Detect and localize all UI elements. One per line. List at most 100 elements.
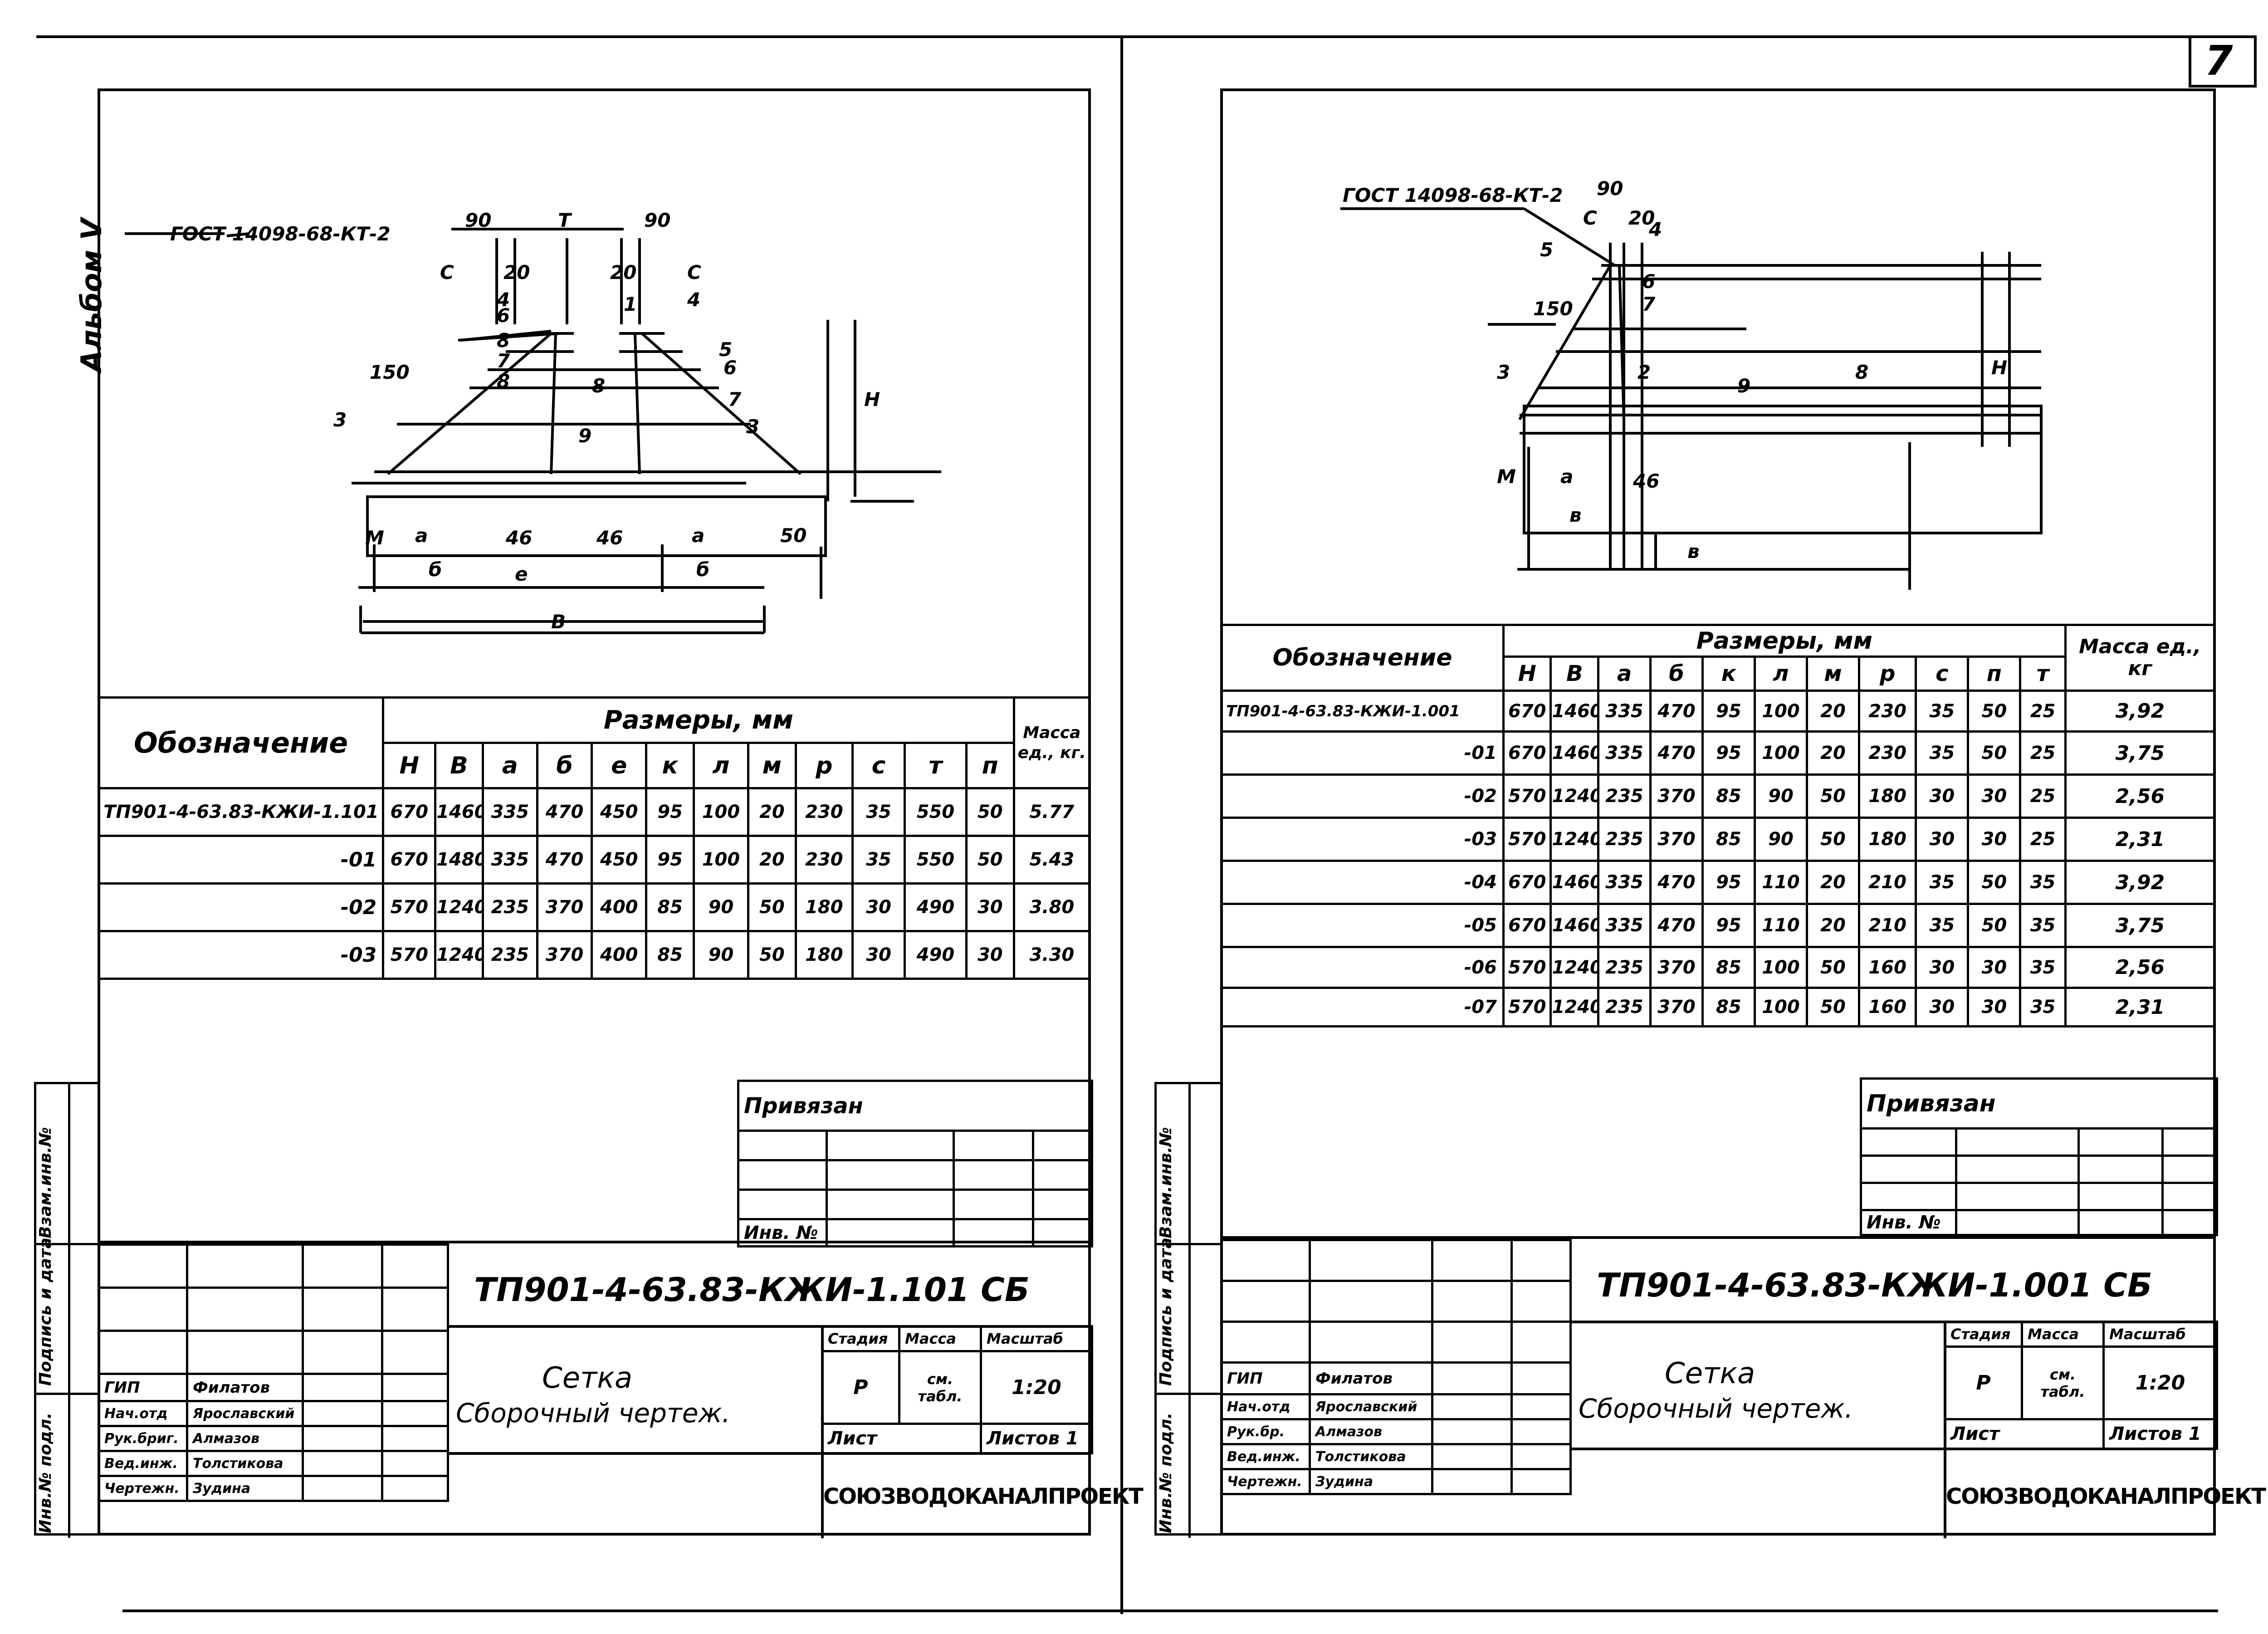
right-privyazan-label: Привязан [1859, 1077, 2219, 1130]
left-col-header: м [747, 742, 797, 789]
left-dim-17: 5 [719, 338, 732, 361]
right-col-header: м [1805, 656, 1860, 692]
right-designation-header: Обозначение [1220, 624, 1505, 692]
right-stamp-inv: Инв.№ подл. [1157, 1412, 1175, 1533]
left-dim-22: М [365, 527, 384, 549]
page-number: 7 [2204, 37, 2233, 85]
left-col-header: б [536, 742, 593, 789]
left-dim-27: 50 [780, 524, 807, 547]
right-dim-5: 6 [1642, 270, 1655, 293]
left-title-2: Сборочный чертеж. [456, 1398, 731, 1429]
left-dim-1: Т [558, 209, 572, 231]
left-dim-12: 150 [370, 361, 410, 383]
right-size-table: Обозначение Размеры, мм Масса ед., кг Н … [1220, 624, 2216, 1027]
left-dim-20: 3 [746, 416, 759, 438]
left-dim-4: 20 [503, 261, 530, 284]
left-dim-2: 90 [644, 209, 670, 231]
left-mesh-drawing: ГОСТ 14098-68-КТ-2 90 Т 90 С 20 20 С 4 6… [125, 209, 941, 634]
right-dim-11: 9 [1737, 375, 1750, 397]
left-stamp-vzam: Взам.инв.№ [36, 1127, 55, 1238]
right-dim-9: 2 [1637, 361, 1651, 383]
center-rule [1120, 35, 1123, 1614]
right-column-headers: Н В а б к л м р с п т [1222, 656, 2215, 692]
left-dim-9: 8 [497, 329, 510, 352]
left-col-header: е [591, 742, 648, 789]
right-dim-6: 7 [1642, 293, 1656, 315]
right-col-header: Н [1502, 656, 1552, 692]
left-mass-header: Масса ед., кг. [1012, 696, 1091, 789]
right-dim-10: 8 [1855, 361, 1868, 383]
left-col-header: п [965, 742, 1015, 789]
right-dim-12: М [1497, 465, 1516, 488]
right-col-header: б [1649, 656, 1704, 692]
top-rule [36, 35, 2254, 38]
right-dim-3: 4 [1648, 218, 1662, 240]
right-doc-code: ТП901-4-63.83-КЖИ-1.001 СБ [1597, 1266, 2152, 1304]
left-designation-header: Обозначение [97, 696, 385, 789]
left-dim-19: 7 [728, 388, 742, 411]
left-col-header: а [481, 742, 538, 789]
right-dim-14: 46 [1633, 470, 1659, 492]
left-dim-10: 7 [497, 350, 510, 372]
right-org: СОЮЗВОДОКАНАЛПРОЕКТ [1946, 1484, 2266, 1509]
left-sizes-header: Размеры, мм [382, 696, 1015, 744]
left-dim-26: а [692, 524, 704, 547]
left-title-1: Сетка [542, 1361, 633, 1395]
left-org: СОЮЗВОДОКАНАЛПРОЕКТ [823, 1484, 1144, 1509]
left-col-header: Н [382, 742, 437, 789]
left-column-headers: Н В а б е к л м р с т п [99, 742, 1090, 789]
left-dim-11: 8 [497, 370, 510, 392]
right-col-header: т [2019, 656, 2067, 692]
left-col-header: с [851, 742, 906, 789]
left-privyazan-box: Привязан Инв. № [737, 1080, 1093, 1248]
right-mesh-drawing: ГОСТ 14098-68-КТ-2 90 С 20 4 5 6 7 150 3… [1340, 177, 2043, 590]
right-title-2: Сборочный чертеж. [1579, 1393, 1853, 1424]
left-stamp-inv: Инв.№ подл. [36, 1412, 55, 1533]
left-inv-label: Инв. № [737, 1218, 828, 1248]
right-mass-header: Масса ед., кг [2064, 624, 2216, 692]
left-dim-15: 9 [578, 425, 591, 447]
right-dim-7: 150 [1533, 298, 1573, 320]
right-title-1: Сетка [1665, 1357, 1755, 1390]
left-stamp-sign: Подпись и дата [36, 1238, 55, 1386]
left-col-header: В [434, 742, 484, 789]
right-inv-label: Инв. № [1860, 1209, 1957, 1236]
right-dim-16: в [1687, 540, 1700, 563]
left-col-header: т [904, 742, 968, 789]
right-stamp-vzam: Взам.инв.№ [1157, 1127, 1175, 1238]
left-dim-8: 6 [497, 304, 510, 327]
left-dim-32: Н [864, 388, 880, 411]
left-col-header: р [794, 742, 854, 789]
left-dim-18: 6 [723, 357, 737, 379]
right-dim-13: а [1560, 465, 1573, 488]
left-col-header: л [692, 742, 750, 789]
left-dim-25: 46 [596, 527, 623, 549]
left-dim-7: 4 [496, 289, 510, 311]
left-doc-code: ТП901-4-63.83-КЖИ-1.101 СБ [474, 1271, 1030, 1309]
right-dim-4: 5 [1540, 239, 1553, 261]
left-dim-31: В [551, 611, 566, 633]
right-stamp-sign: Подпись и дата [1157, 1238, 1175, 1386]
left-dim-6: С [687, 261, 701, 284]
right-dim-0: 90 [1597, 177, 1623, 200]
left-dim-24: 46 [505, 527, 532, 549]
left-dim-21: 4 [687, 289, 700, 311]
right-col-header: а [1597, 656, 1652, 692]
bottom-rule [122, 1610, 2218, 1612]
left-dim-28: б [429, 558, 442, 581]
right-col-header: р [1857, 656, 1917, 692]
